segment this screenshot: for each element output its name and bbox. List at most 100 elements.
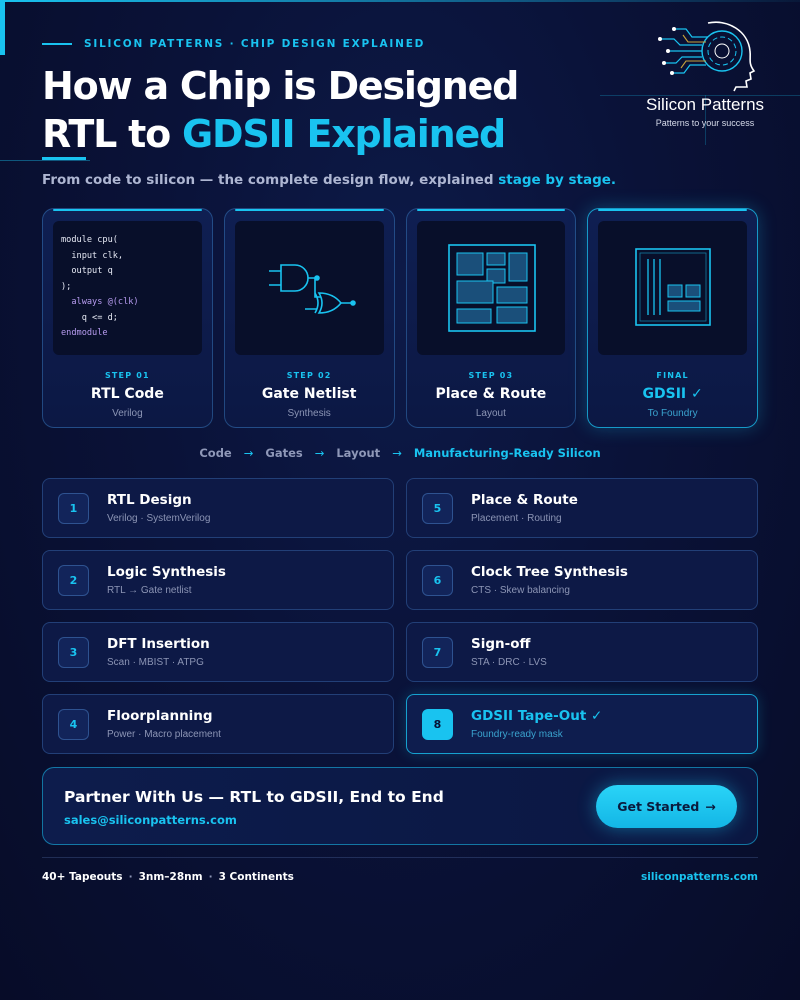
stage-card-rtl: module cpu( input clk, output q ); alway… <box>42 208 213 428</box>
code-preview: module cpu( input clk, output q ); alway… <box>53 221 202 355</box>
page-title: How a Chip is Designed RTL to GDSII Expl… <box>42 62 519 158</box>
stage-subtitle: Synthesis <box>287 408 331 419</box>
list-item: 8 GDSII Tape-Out ✓ Foundry-ready mask <box>406 694 758 754</box>
step-number: 7 <box>422 636 453 668</box>
separator: · <box>128 871 133 883</box>
cta-banner: Partner With Us — RTL to GDSII, End to E… <box>42 767 758 845</box>
stage-subtitle: Verilog <box>112 408 143 419</box>
step-number: 4 <box>58 708 89 740</box>
step-description: Verilog · SystemVerilog <box>107 513 211 524</box>
step-name: RTL Design <box>107 492 192 508</box>
step-name: Floorplanning <box>107 708 213 724</box>
stat-tapeouts: 40+ Tapeouts <box>42 871 123 883</box>
step-number: 3 <box>58 636 89 668</box>
step-name: DFT Insertion <box>107 636 210 652</box>
step-description: Foundry-ready mask <box>471 729 563 740</box>
arrow-right-icon: → <box>314 446 325 460</box>
step-description: RTL → Gate netlist <box>107 585 192 596</box>
stat-continents: 3 Continents <box>218 871 294 883</box>
stage-title: RTL Code <box>90 386 164 402</box>
top-accent-line <box>0 0 800 2</box>
decorative-line <box>0 160 90 161</box>
step-description: CTS · Skew balancing <box>471 585 570 596</box>
flow-item: Gates <box>265 446 303 460</box>
step-number: 8 <box>422 708 453 740</box>
mask-layout-icon <box>635 248 712 326</box>
title-line-2-prefix: RTL to <box>42 112 183 156</box>
corner-accent <box>0 0 5 55</box>
stage-subtitle: To Foundry <box>647 408 698 419</box>
brand-tagline: Patterns to your success <box>655 118 755 128</box>
arrow-right-icon: → <box>392 446 402 460</box>
code-line: endmodule <box>61 328 108 338</box>
list-item: 5 Place & Route Placement · Routing <box>406 478 758 538</box>
flow-final: Manufacturing-Ready Silicon <box>413 446 601 460</box>
title-line-1: How a Chip is Designed <box>42 64 519 108</box>
step-description: Scan · MBIST · ATPG <box>107 657 204 668</box>
stage-cards: module cpu( input clk, output q ); alway… <box>42 208 758 428</box>
list-item: 6 Clock Tree Synthesis CTS · Skew balanc… <box>406 550 758 610</box>
stage-card-layout: STEP 03 Place & Route Layout <box>405 208 577 428</box>
email-link[interactable]: sales@siliconpatterns.com <box>64 813 237 827</box>
flow-summary: Code → Gates → Layout → Manufacturing-Re… <box>0 446 800 460</box>
stage-card-netlist: STEP 02 Gate Netlist Synthesis <box>223 208 395 428</box>
title-underline <box>42 157 86 160</box>
eyebrow-text: SILICON PATTERNS · CHIP DESIGN EXPLAINED <box>84 38 426 50</box>
step-number: 5 <box>422 492 453 524</box>
cta-title: Partner With Us — RTL to GDSII, End to E… <box>64 788 444 806</box>
stage-subtitle: Layout <box>475 408 506 419</box>
step-description: Placement · Routing <box>471 513 562 524</box>
step-number: 1 <box>58 492 89 524</box>
step-name: GDSII Tape-Out ✓ <box>471 708 603 724</box>
code-line: always @(clk) <box>61 297 139 307</box>
arrow-right-icon: → <box>243 446 254 460</box>
list-item: 7 Sign-off STA · DRC · LVS <box>406 622 758 682</box>
step-description: STA · DRC · LVS <box>471 657 547 668</box>
stage-step-label: STEP 02 <box>286 371 332 380</box>
step-list: 1 RTL Design Verilog · SystemVerilog 5 P… <box>42 478 758 754</box>
flow-item: Code <box>199 446 232 460</box>
stage-step-label: STEP 01 <box>104 371 150 380</box>
code-line: q <= d; <box>61 312 118 323</box>
logic-gates-icon <box>268 264 356 314</box>
title-line-2-accent: GDSII Explained <box>182 112 506 156</box>
stage-card-gdsii: FINAL GDSII ✓ To Foundry <box>587 208 758 428</box>
stage-title: Place & Route <box>435 386 547 402</box>
step-number: 6 <box>422 564 453 596</box>
code-line: input clk, <box>61 250 124 261</box>
separator: · <box>208 871 213 883</box>
layout-preview <box>416 221 566 355</box>
stage-title: Gate Netlist <box>261 386 357 402</box>
eyebrow-bar <box>42 43 72 45</box>
mask-preview <box>598 221 747 355</box>
subtitle-accent: stage by stage. <box>498 172 617 188</box>
step-number: 2 <box>58 564 89 596</box>
decorative-line <box>600 95 800 96</box>
step-description: Power · Macro placement <box>107 729 221 740</box>
get-started-button[interactable]: Get Started → <box>596 785 737 828</box>
layout-blocks-icon <box>447 244 536 332</box>
step-name: Place & Route <box>471 492 578 508</box>
footer-stats: 40+ Tapeouts · 3nm–28nm · 3 Continents <box>42 871 294 883</box>
divider <box>42 857 758 858</box>
step-name: Clock Tree Synthesis <box>471 564 628 580</box>
step-name: Sign-off <box>471 636 531 652</box>
circuit-head-logo-icon <box>658 21 756 92</box>
list-item: 3 DFT Insertion Scan · MBIST · ATPG <box>42 622 394 682</box>
decorative-line <box>705 95 706 145</box>
arrow-right-icon: → <box>705 799 716 814</box>
page-subtitle: From code to silicon — the complete desi… <box>42 172 616 188</box>
brand-name: Silicon Patterns <box>645 95 765 114</box>
stat-nodes: 3nm–28nm <box>138 871 203 883</box>
code-line: output q <box>61 266 113 276</box>
stage-step-label: STEP 03 <box>468 371 514 380</box>
stage-step-label: FINAL <box>656 371 689 380</box>
button-label: Get Started <box>617 799 700 814</box>
code-line: module cpu( <box>61 235 118 245</box>
flow-item: Layout <box>336 446 381 460</box>
brand-logo: Silicon Patterns Patterns to your succes… <box>620 15 790 135</box>
subtitle-text: From code to silicon — the complete desi… <box>42 172 499 188</box>
gates-preview <box>234 221 384 355</box>
website-link[interactable]: siliconpatterns.com <box>641 871 758 883</box>
step-name: Logic Synthesis <box>107 564 226 580</box>
